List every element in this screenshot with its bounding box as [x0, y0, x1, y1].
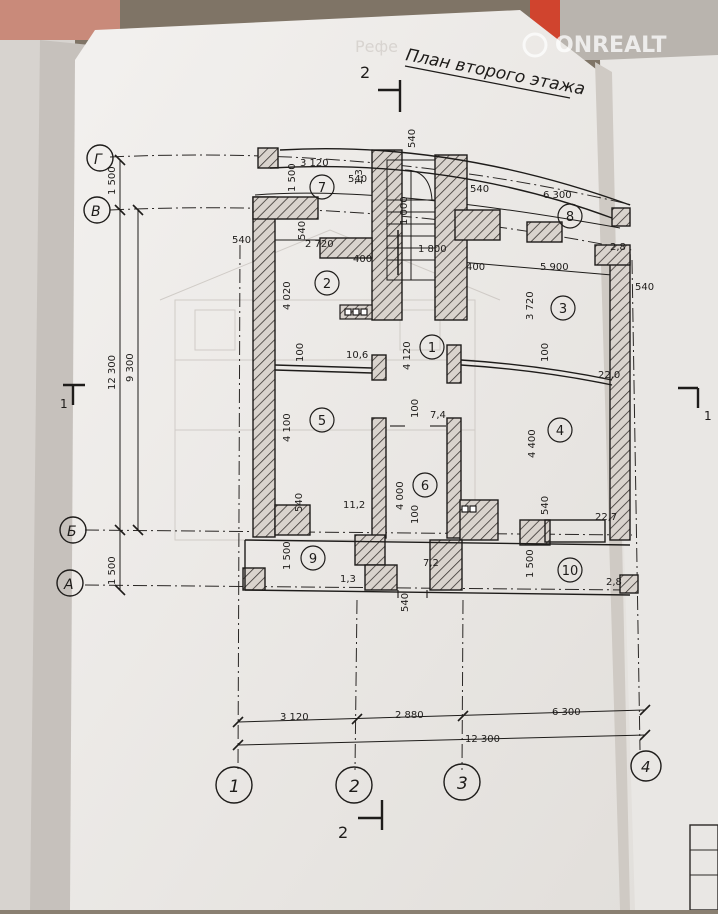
svg-text:Г: Г — [94, 152, 103, 168]
svg-text:2,8: 2,8 — [610, 242, 626, 253]
vertical-dimension-labels: 1 500 1 500 540 1,3 540 1 000 4 020 3 72… — [107, 129, 551, 612]
room-number: 2 — [323, 277, 331, 292]
doors — [390, 425, 446, 598]
drawing-page — [70, 10, 635, 910]
svg-text:6 300: 6 300 — [543, 190, 572, 201]
svg-text:540: 540 — [294, 493, 305, 512]
svg-text:540: 540 — [400, 593, 411, 612]
section-mark-left — [63, 383, 85, 405]
grid-bubble-4: 4 — [630, 750, 662, 782]
svg-text:9 300: 9 300 — [125, 353, 136, 382]
room-number: 10 — [562, 564, 579, 579]
section-label: 2 — [338, 823, 348, 842]
grid-bubble-a: А — [56, 569, 84, 597]
svg-text:1 000: 1 000 — [399, 196, 410, 225]
svg-text:1,3: 1,3 — [354, 169, 365, 185]
svg-text:2: 2 — [349, 777, 360, 797]
walls — [242, 147, 639, 594]
grid-lines — [84, 154, 641, 771]
grid-bubble-3: 3 — [443, 763, 481, 801]
grid-bubble-g: Г — [86, 144, 114, 172]
svg-text:4 400: 4 400 — [527, 429, 538, 458]
svg-text:5 900: 5 900 — [540, 262, 569, 273]
grid-bubble-1: 1 — [215, 766, 253, 804]
svg-text:540: 540 — [540, 496, 551, 515]
svg-text:А: А — [63, 577, 74, 593]
vent-blocks — [339, 304, 477, 513]
svg-text:100: 100 — [295, 343, 306, 362]
svg-text:3 120: 3 120 — [300, 158, 329, 169]
svg-text:540: 540 — [348, 174, 367, 185]
room-number: 5 — [318, 414, 326, 429]
svg-text:540: 540 — [635, 282, 654, 293]
svg-text:4: 4 — [641, 758, 651, 776]
svg-text:10,6: 10,6 — [346, 350, 368, 361]
svg-text:3: 3 — [457, 774, 468, 794]
section-label: 1 — [60, 397, 68, 411]
svg-text:540: 540 — [297, 221, 308, 240]
grid-bubble-b: Б — [59, 516, 87, 544]
svg-text:400: 400 — [353, 254, 372, 265]
dimension-ticks — [114, 154, 651, 751]
svg-text:4 020: 4 020 — [282, 281, 293, 310]
svg-text:2 720: 2 720 — [305, 239, 334, 250]
svg-text:100: 100 — [540, 343, 551, 362]
watermark-logo-icon — [522, 32, 548, 58]
svg-text:400: 400 — [466, 262, 485, 273]
svg-text:2,8: 2,8 — [606, 577, 622, 588]
section-label: 1 — [704, 409, 712, 423]
svg-text:100: 100 — [410, 399, 421, 418]
svg-text:1: 1 — [229, 777, 240, 797]
section-mark-right — [678, 386, 700, 408]
section-label: 2 — [360, 63, 370, 82]
svg-text:7,4: 7,4 — [430, 410, 446, 421]
svg-text:540: 540 — [232, 235, 251, 246]
svg-text:4 120: 4 120 — [402, 341, 413, 370]
svg-text:2 880: 2 880 — [395, 710, 424, 721]
watermark-faint: Рефе — [355, 37, 398, 56]
svg-text:22,7: 22,7 — [595, 512, 617, 523]
svg-text:100: 100 — [410, 505, 421, 524]
svg-text:22,0: 22,0 — [598, 370, 620, 381]
svg-text:1 800: 1 800 — [418, 244, 447, 255]
background-object — [560, 0, 718, 60]
dimension-labels: 3 120 540 540 6 300 540 2 720 1 800 400 … — [232, 158, 654, 745]
svg-text:540: 540 — [470, 184, 489, 195]
svg-text:Б: Б — [67, 524, 77, 540]
staircase — [386, 159, 436, 281]
svg-text:1 500: 1 500 — [107, 166, 118, 195]
svg-text:540: 540 — [407, 129, 418, 148]
svg-text:4 000: 4 000 — [395, 481, 406, 510]
room-numbers: 7 2 1 3 4 5 6 8 9 10 — [309, 181, 578, 579]
svg-text:1 500: 1 500 — [287, 163, 298, 192]
svg-text:3 720: 3 720 — [525, 291, 536, 320]
svg-text:3 120: 3 120 — [280, 712, 309, 723]
section-mark-top — [378, 80, 402, 112]
room-number: 9 — [309, 552, 317, 567]
grid-bubble-v: В — [83, 196, 111, 224]
room-number: 4 — [556, 424, 564, 439]
room-markers — [300, 174, 583, 583]
svg-text:12 300: 12 300 — [107, 355, 118, 390]
svg-text:1 500: 1 500 — [525, 549, 536, 578]
svg-text:12 300: 12 300 — [465, 734, 500, 745]
room-number: 8 — [566, 210, 574, 225]
svg-text:11,2: 11,2 — [343, 500, 365, 511]
grid-bubble-2: 2 — [335, 766, 373, 804]
room-number: 3 — [559, 302, 567, 317]
svg-text:1 500: 1 500 — [282, 541, 293, 570]
room-number: 7 — [318, 181, 326, 196]
svg-text:6 300: 6 300 — [552, 707, 581, 718]
section-mark-bottom — [358, 800, 384, 830]
svg-text:1 500: 1 500 — [107, 556, 118, 585]
room-number: 6 — [421, 479, 429, 494]
svg-text:1,3: 1,3 — [340, 574, 356, 585]
svg-text:В: В — [91, 204, 101, 220]
room-number: 1 — [428, 341, 436, 356]
svg-text:4 100: 4 100 — [282, 413, 293, 442]
watermark: ONREALT — [555, 33, 667, 58]
svg-text:7,2: 7,2 — [423, 558, 439, 569]
